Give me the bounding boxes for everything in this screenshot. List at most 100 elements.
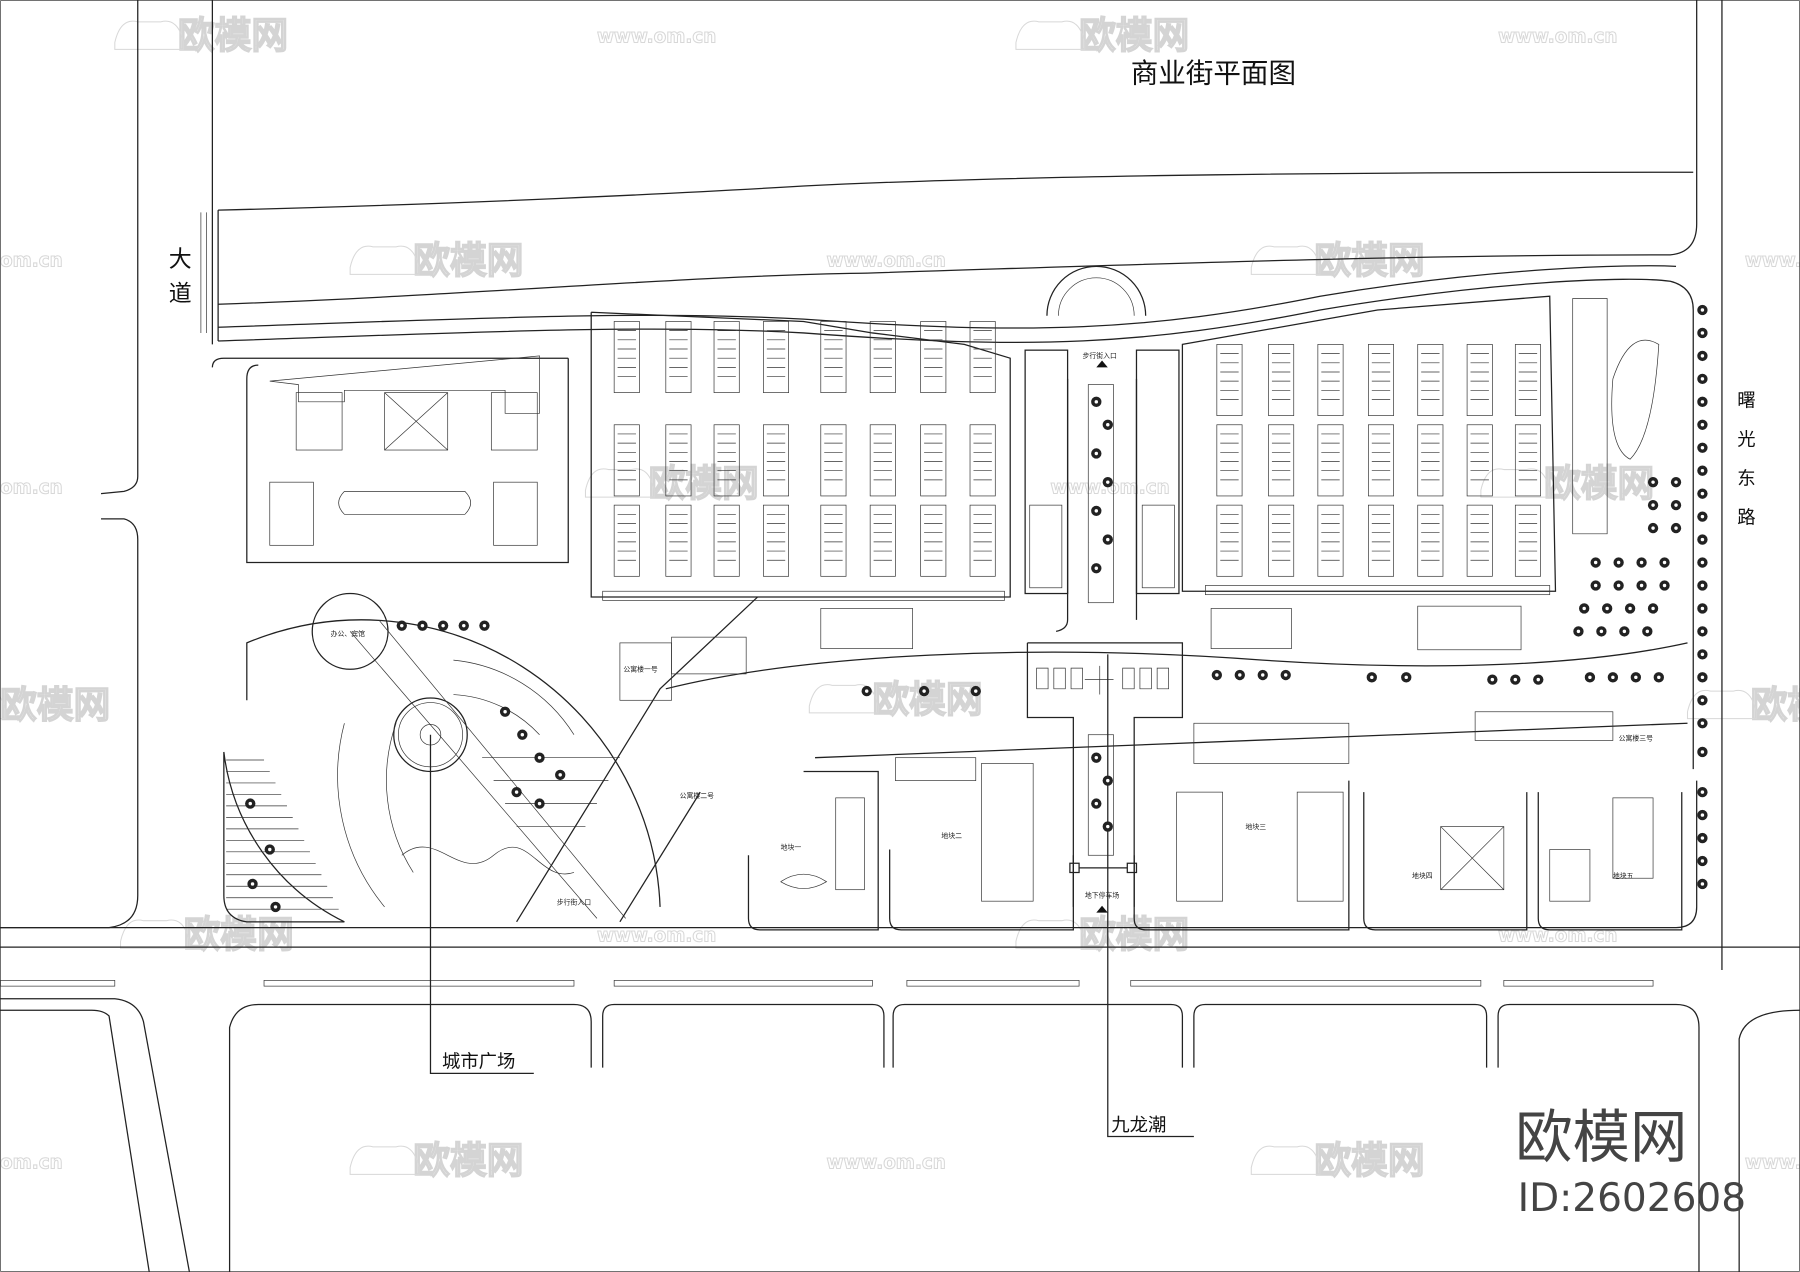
jiulong-callout: 九龙潮 <box>1111 1115 1166 1136</box>
tree-center <box>537 755 542 760</box>
watermark-sofa-icon <box>1015 20 1086 50</box>
watermark-url: www.om.cn <box>1498 27 1617 48</box>
tree-center <box>1616 560 1621 565</box>
right-road <box>0 0 1723 971</box>
parking-stall-block <box>713 321 740 393</box>
watermark-sofa-icon <box>349 245 420 275</box>
tree-center <box>1106 423 1110 427</box>
parking-stall-block <box>920 424 947 497</box>
parking-stall-block <box>1268 504 1295 577</box>
parking-stall-lines <box>617 513 636 561</box>
parking-stall-lines <box>1321 513 1340 561</box>
parking-stall-block <box>1216 344 1243 416</box>
central-pedestrian-street <box>1024 349 1194 1138</box>
tree-center <box>1700 468 1705 473</box>
parking-stall-lines <box>1220 513 1239 561</box>
parking-stall-lines <box>1220 353 1239 400</box>
parking-stall-lines <box>973 330 992 377</box>
parking-stall-lines <box>1271 353 1291 400</box>
tree-center <box>1490 677 1495 682</box>
watermark-sofa-icon <box>1250 1145 1321 1175</box>
tree-center <box>1700 400 1705 404</box>
parking-stall-block <box>969 504 996 577</box>
tree-center <box>558 773 562 777</box>
tree-center <box>1700 537 1705 542</box>
parking-stall-block <box>1466 424 1493 497</box>
parking-stall-lines <box>1470 433 1489 481</box>
tree-center <box>1700 423 1705 427</box>
tree-center <box>1700 790 1705 794</box>
lane-dash <box>613 980 873 987</box>
parking-stall-lines <box>717 330 736 377</box>
parking-stall-block <box>1317 504 1344 577</box>
tree-center <box>273 905 278 909</box>
tree-center <box>1700 836 1705 840</box>
parking-lot-west <box>590 311 1011 601</box>
tree-center <box>537 801 542 806</box>
parking-stall-block <box>1514 424 1541 497</box>
office-complex-west <box>246 355 569 564</box>
tree-center <box>1593 583 1598 588</box>
watermark-url: www.om.cn <box>827 250 946 271</box>
parking-stall-block <box>869 424 896 497</box>
parking-lot-east <box>1181 295 1557 596</box>
tree-center <box>1700 652 1705 657</box>
tree-center <box>1106 537 1110 542</box>
watermark-sofa-icon <box>349 1145 420 1175</box>
tree-center <box>1700 859 1705 863</box>
brand-logo-text: 欧模网 <box>1515 1104 1687 1171</box>
parking-stall-lines <box>973 513 992 561</box>
parking-stall-lines <box>1271 433 1291 481</box>
tree-center <box>1700 882 1705 886</box>
svg-text:大道: 大道 <box>169 246 192 306</box>
tree-center <box>1662 560 1667 565</box>
parking-stall-lines <box>669 433 688 481</box>
plot-4-label: 地块四 <box>1412 871 1433 880</box>
tree-center <box>1215 673 1219 677</box>
watermark-brand: 欧模网 <box>649 462 759 505</box>
watermark-sofa-icon <box>120 919 190 949</box>
parking-stall-lines <box>1518 433 1538 481</box>
tree-center <box>1700 446 1705 450</box>
parking-stall-block <box>613 321 640 393</box>
tree-center <box>268 847 272 852</box>
tree-center <box>1700 583 1705 588</box>
parking-stall-lines <box>669 513 688 561</box>
parking-stall-lines <box>1421 353 1440 400</box>
apartment-3-label: 公寓楼三号 <box>1619 733 1654 742</box>
parking-stall-lines <box>766 330 786 377</box>
parking-stall-lines <box>766 433 786 481</box>
tree-center <box>1700 629 1705 634</box>
watermark-sofa-icon <box>0 696 7 720</box>
parking-stall-block <box>1317 344 1344 416</box>
tree-center <box>1094 451 1099 456</box>
parking-stall-lines <box>1371 353 1391 400</box>
lane-markings <box>0 980 1654 987</box>
tree-center <box>1662 583 1667 588</box>
parking-stall-lines <box>617 330 636 377</box>
parking-stall-lines <box>873 513 892 561</box>
tree-center <box>1582 606 1586 611</box>
plot-3-label: 地块三 <box>1246 822 1267 831</box>
tree-center <box>1094 566 1099 570</box>
tree-center <box>1700 514 1705 519</box>
parking-stall-block <box>869 504 896 577</box>
tree-center <box>1094 400 1099 404</box>
tree-center <box>1700 308 1705 312</box>
tree-center <box>1106 778 1110 783</box>
tree-center <box>420 623 425 628</box>
tree-center <box>1651 480 1655 484</box>
watermark-brand: 欧模网 <box>413 1139 523 1182</box>
watermark-sofa-icon <box>1015 919 1086 949</box>
watermark-sofa-icon <box>1480 468 1551 498</box>
tree-center <box>514 790 519 794</box>
tree-center <box>1657 675 1661 680</box>
tree-center <box>1261 673 1265 677</box>
tree-center <box>503 710 507 714</box>
parking-stall-block <box>1417 424 1444 497</box>
watermark-url: om.cn <box>0 478 63 499</box>
parking-stall-lines <box>873 433 892 481</box>
parking-stall-lines <box>1271 513 1291 561</box>
